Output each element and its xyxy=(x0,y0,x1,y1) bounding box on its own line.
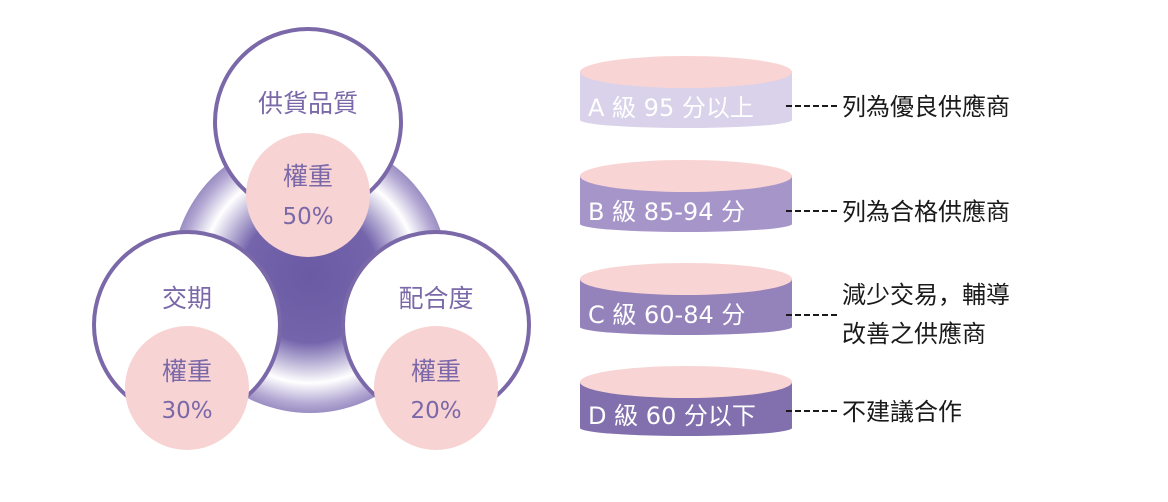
quality-weight-label: 權重 xyxy=(283,162,333,191)
grade-a-result: 列為優良供應商 xyxy=(842,93,1010,121)
weight-diagram: 供貨品質 權重 50% 交期 權重 30% 配合度 權重 20% xyxy=(92,27,531,450)
cooperation-weight-value: 20% xyxy=(410,398,461,424)
grade-d: D 級 60 分以下 不建議合作 xyxy=(580,366,962,436)
cooperation-circle: 配合度 權重 20% xyxy=(341,230,531,450)
grade-c-cylinder-bottom xyxy=(580,319,792,335)
cooperation-title: 配合度 xyxy=(398,284,473,313)
grade-a-cylinder-top xyxy=(580,56,792,88)
cooperation-weight-label: 權重 xyxy=(411,357,461,386)
grade-d-result: 不建議合作 xyxy=(842,398,962,426)
grade-b: B 級 85-94 分 列為合格供應商 xyxy=(580,160,1010,232)
quality-title: 供貨品質 xyxy=(258,89,358,118)
grade-c-label: C 級 60-84 分 xyxy=(588,301,745,329)
grade-a: A 級 95 分以上 列為優良供應商 xyxy=(580,56,1010,128)
grade-d-cylinder-top xyxy=(580,366,792,398)
grade-a-cylinder-bottom xyxy=(580,112,792,128)
grade-c-result-line-1: 減少交易，輔導 xyxy=(842,281,1010,309)
grade-c: C 級 60-84 分 減少交易，輔導 改善之供應商 xyxy=(580,263,1010,348)
delivery-inner-disc xyxy=(125,326,249,450)
quality-weight-value: 50% xyxy=(282,204,333,230)
grade-d-label: D 級 60 分以下 xyxy=(588,402,756,430)
grade-c-cylinder-top xyxy=(580,263,792,295)
grade-list: A 級 95 分以上 列為優良供應商 B 級 85-94 分 列為合格供應商 C… xyxy=(580,56,1010,436)
delivery-title: 交期 xyxy=(162,284,212,313)
grade-b-cylinder-bottom xyxy=(580,216,792,232)
grade-d-cylinder-bottom xyxy=(580,420,792,436)
grade-b-cylinder-top xyxy=(580,160,792,192)
cooperation-inner-disc xyxy=(374,326,498,450)
delivery-circle: 交期 權重 30% xyxy=(92,230,282,450)
grade-b-result: 列為合格供應商 xyxy=(842,198,1010,226)
grade-b-label: B 級 85-94 分 xyxy=(588,198,745,226)
grade-c-result-line-2: 改善之供應商 xyxy=(842,320,986,348)
delivery-weight-value: 30% xyxy=(161,398,212,424)
grade-a-label: A 級 95 分以上 xyxy=(588,94,754,122)
delivery-weight-label: 權重 xyxy=(162,357,212,386)
quality-circle: 供貨品質 權重 50% xyxy=(213,27,403,257)
quality-inner-disc xyxy=(246,133,370,257)
